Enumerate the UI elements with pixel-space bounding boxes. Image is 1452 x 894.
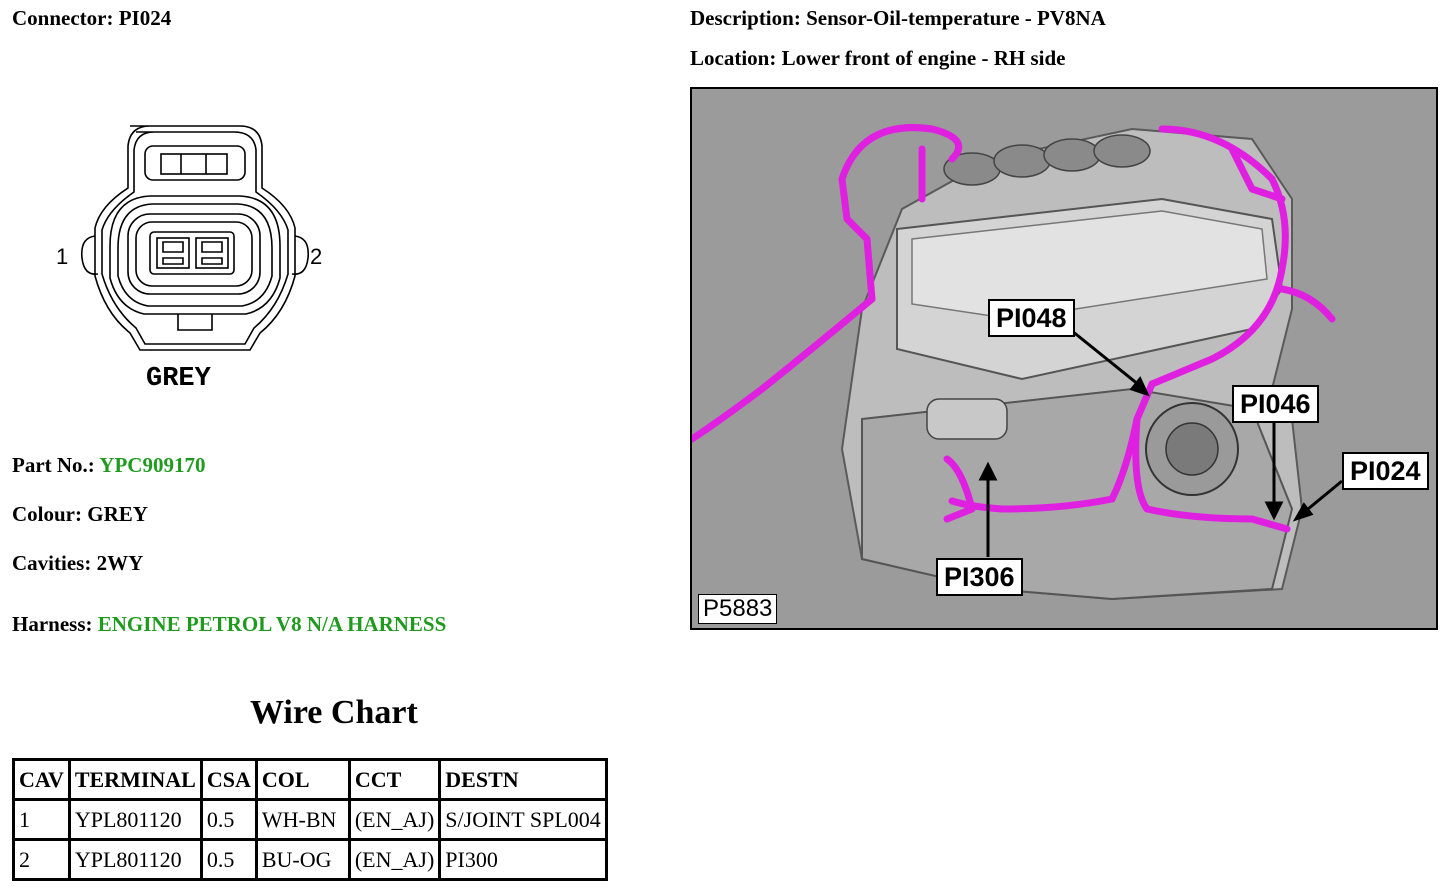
cavities-label: Cavities: [12, 551, 92, 575]
cell-col: BU-OG [254, 838, 351, 881]
cell-csa: 0.5 [199, 838, 258, 881]
cell-destn: S/JOINT SPL004 [438, 798, 608, 841]
pin-label-1: 1 [56, 244, 69, 269]
description-value: Sensor-Oil-temperature - PV8NA [806, 6, 1106, 30]
column-header-destn: DESTN [438, 758, 608, 801]
cell-col: WH-BN [254, 798, 351, 841]
column-header-cct: CCT [347, 758, 442, 801]
colour-value: GREY [87, 502, 148, 526]
colour-line: Colour: GREY [12, 502, 148, 527]
cell-destn: PI300 [438, 838, 608, 881]
column-header-terminal: TERMINAL [67, 758, 203, 801]
part-no-line: Part No.: YPC909170 [12, 453, 205, 478]
callout-pi048: PI048 [988, 299, 1075, 337]
wire-chart-title: Wire Chart [250, 694, 418, 731]
table-row: 1 YPL801120 0.5 WH-BN (EN_AJ) S/JOINT SP… [12, 798, 608, 841]
table-header-row: CAV TERMINAL CSA COL CCT DESTN [12, 758, 608, 801]
description-line: Description: Sensor-Oil-temperature - PV… [690, 6, 1106, 31]
location-line: Location: Lower front of engine - RH sid… [690, 46, 1065, 71]
connector-line: Connector: PI024 [12, 6, 171, 31]
table-row: 2 YPL801120 0.5 BU-OG (EN_AJ) PI300 [12, 838, 608, 881]
harness-label: Harness: [12, 612, 93, 636]
cell-cct: (EN_AJ) [347, 838, 442, 881]
column-header-cav: CAV [12, 758, 71, 801]
colour-label: Colour: [12, 502, 82, 526]
column-header-col: COL [254, 758, 351, 801]
cavities-value: 2WY [96, 551, 144, 575]
callout-pi024: PI024 [1342, 452, 1429, 490]
cell-cav: 1 [12, 798, 71, 841]
connector-value: PI024 [118, 6, 172, 30]
figure-code: P5883 [698, 594, 778, 624]
part-no-label: Part No.: [12, 453, 95, 477]
connector-face-diagram [50, 118, 340, 408]
cell-cav: 2 [12, 838, 71, 881]
connector-label: Connector: [12, 6, 114, 30]
callout-pi306: PI306 [936, 558, 1023, 596]
part-no-link[interactable]: YPC909170 [99, 453, 206, 477]
engine-location-image: PI048 PI046 PI024 PI306 P5883 [690, 87, 1438, 630]
callout-pi046: PI046 [1232, 385, 1319, 423]
cell-terminal: YPL801120 [67, 838, 203, 881]
cell-cct: (EN_AJ) [347, 798, 442, 841]
pin-label-2: 2 [310, 244, 323, 269]
location-value: Lower front of engine - RH side [781, 46, 1066, 70]
description-label: Description: [690, 6, 801, 30]
harness-link[interactable]: ENGINE PETROL V8 N/A HARNESS [97, 612, 447, 636]
column-header-csa: CSA [199, 758, 258, 801]
harness-line: Harness: ENGINE PETROL V8 N/A HARNESS [12, 612, 446, 637]
wire-chart-table: CAV TERMINAL CSA COL CCT DESTN 1 YPL8011… [12, 758, 608, 881]
cell-csa: 0.5 [199, 798, 258, 841]
location-label: Location: [690, 46, 777, 70]
cell-terminal: YPL801120 [67, 798, 203, 841]
connector-colour-caption: GREY [146, 364, 211, 394]
engine-illustration [692, 124, 1343, 601]
cavities-line: Cavities: 2WY [12, 551, 143, 576]
